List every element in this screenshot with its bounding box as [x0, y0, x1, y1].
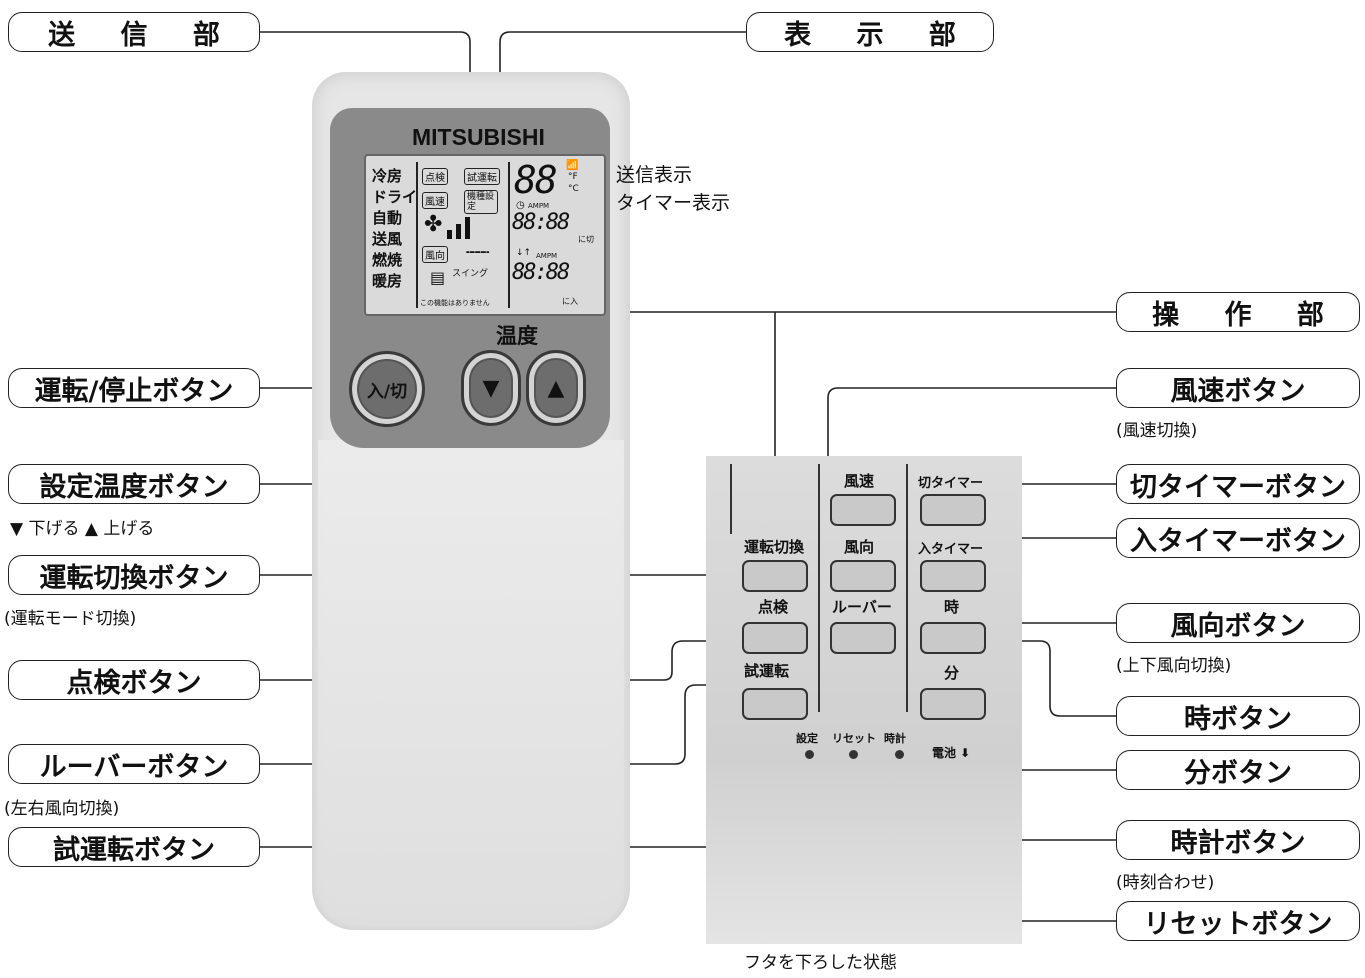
- panel-caption: フタを下ろした状態: [744, 953, 897, 973]
- label-display: 表 示 部: [746, 12, 994, 52]
- panel-label-minute: 分: [944, 664, 960, 682]
- lcd-mode: 自動: [372, 209, 403, 227]
- lcd-mode: 冷房: [372, 167, 403, 185]
- panel-divider: [906, 464, 908, 712]
- down-arrow-icon: ▼: [482, 375, 500, 401]
- lcd-tag: 風速: [422, 192, 448, 209]
- lcd-unit-f: °F: [568, 172, 578, 182]
- fan-speed-bars-icon: [447, 217, 470, 239]
- panel-label-clock: 時計: [884, 732, 906, 745]
- label-test-run: 試運転ボタン: [8, 827, 260, 867]
- temp-down-button[interactable]: ▼: [461, 350, 521, 426]
- lcd-tag: 風向: [422, 246, 448, 263]
- label-on-timer: 入タイマーボタン: [1116, 518, 1360, 558]
- remote-lower-cover: [318, 440, 624, 924]
- lcd-temp-digits: 88: [514, 158, 558, 202]
- lcd-time-on: 88:88: [512, 260, 570, 285]
- note-clock: (時刻合わせ): [1116, 873, 1215, 893]
- lcd-swing: スイング: [452, 269, 489, 279]
- check-button[interactable]: [742, 622, 808, 654]
- on-timer-button[interactable]: [920, 560, 986, 592]
- lcd-tag: 機種設定: [464, 190, 498, 214]
- lcd-time-off: 88:88: [512, 210, 570, 235]
- lcd-mode: 暖房: [372, 272, 403, 290]
- lcd-on-label: に入: [562, 297, 578, 306]
- vane-button[interactable]: [830, 560, 896, 592]
- vane-dash-icon: ╍╍╍╍: [466, 246, 489, 259]
- note-louver: (左右風向切換): [4, 799, 120, 819]
- label-vane: 風向ボタン: [1116, 603, 1360, 643]
- lcd-unit-c: °C: [568, 184, 579, 194]
- panel-label-mode: 運転切換: [744, 538, 805, 556]
- note-set-temp: ▼ 下げる ▲ 上げる: [10, 519, 155, 539]
- temp-up-button[interactable]: ▲: [526, 350, 586, 426]
- note-mode-switch: (運転モード切換): [4, 609, 137, 629]
- updown-arrow-icon: ↓↑: [516, 248, 532, 258]
- lcd-mode: 送風: [372, 230, 403, 248]
- label-transmitter: 送 信 部: [8, 12, 260, 52]
- lcd-tag: 点検: [422, 168, 448, 185]
- panel-label-hour: 時: [944, 598, 960, 616]
- label-fan-speed: 風速ボタン: [1116, 368, 1360, 408]
- reset-pinhole[interactable]: [849, 750, 858, 759]
- fan-speed-button[interactable]: [830, 494, 896, 526]
- panel-label-vane: 風向: [844, 538, 875, 556]
- louver-icon: ▤: [430, 268, 446, 287]
- brand-logo: MITSUBISHI: [412, 124, 545, 150]
- lcd-tag: 試運転: [464, 168, 500, 185]
- test-run-button[interactable]: [742, 688, 808, 720]
- note-vane: (上下風向切換): [1116, 656, 1232, 676]
- label-clock: 時計ボタン: [1116, 820, 1360, 860]
- minute-button[interactable]: [920, 688, 986, 720]
- lcd-mode: ドライ: [372, 188, 418, 206]
- panel-label-fan-speed: 風速: [844, 472, 875, 490]
- label-reset: リセットボタン: [1116, 901, 1360, 941]
- label-check: 点検ボタン: [8, 660, 260, 700]
- run-stop-button[interactable]: 入/切: [349, 351, 425, 427]
- run-stop-button-label: 入/切: [366, 381, 408, 402]
- lcd-off-label: に切: [578, 235, 594, 244]
- label-mode-switch: 運転切換ボタン: [8, 555, 260, 595]
- panel-label-louver: ルーバー: [832, 598, 892, 616]
- panel-label-test-run: 試運転: [744, 662, 790, 680]
- label-operation: 操 作 部: [1116, 292, 1360, 332]
- panel-divider: [730, 464, 732, 534]
- panel-label-set: 設定: [796, 732, 818, 745]
- panel-divider: [818, 464, 820, 712]
- set-pinhole[interactable]: [805, 750, 814, 759]
- clock-pinhole[interactable]: [895, 750, 904, 759]
- note-fan-speed: (風速切換): [1116, 421, 1198, 441]
- lcd-divider: [416, 162, 418, 308]
- label-set-temp: 設定温度ボタン: [8, 464, 260, 504]
- label-off-timer: 切タイマーボタン: [1116, 464, 1360, 504]
- callout-send-indicator: 送信表示: [616, 164, 693, 186]
- lcd-ampm: AMPM: [536, 252, 558, 260]
- lcd-divider: [508, 162, 510, 308]
- label-minute: 分ボタン: [1116, 750, 1360, 790]
- signal-icon: 📶: [566, 160, 579, 171]
- temperature-label: 温度: [496, 324, 538, 348]
- panel-label-reset: リセット: [832, 732, 876, 745]
- panel-label-on-timer: 入タイマー: [918, 542, 984, 557]
- lcd-notice: この機能はありません: [420, 299, 490, 307]
- label-run-stop: 運転/停止ボタン: [8, 368, 260, 408]
- mode-switch-button[interactable]: [742, 560, 808, 592]
- lcd-ampm: AMPM: [528, 202, 550, 210]
- label-louver: ルーバーボタン: [8, 744, 260, 784]
- up-arrow-icon: ▲: [547, 375, 565, 401]
- louver-button[interactable]: [830, 622, 896, 654]
- label-hour: 時ボタン: [1116, 696, 1360, 736]
- callout-timer-indicator: タイマー表示: [616, 192, 731, 214]
- fan-icon: ✤: [424, 212, 443, 237]
- panel-label-check: 点検: [758, 598, 789, 616]
- panel-label-off-timer: 切タイマー: [918, 476, 984, 491]
- lcd-screen: 冷房 ドライ 自動 送風 燃焼 暖房 点検 試運転 風速 機種設定 ✤ 風向 ╍…: [364, 154, 606, 316]
- lcd-mode: 燃焼: [372, 251, 403, 269]
- battery-label: 電池 ⬇: [932, 746, 971, 760]
- off-timer-button[interactable]: [920, 494, 986, 526]
- clock-icon: ◷: [516, 200, 525, 211]
- hour-button[interactable]: [920, 622, 986, 654]
